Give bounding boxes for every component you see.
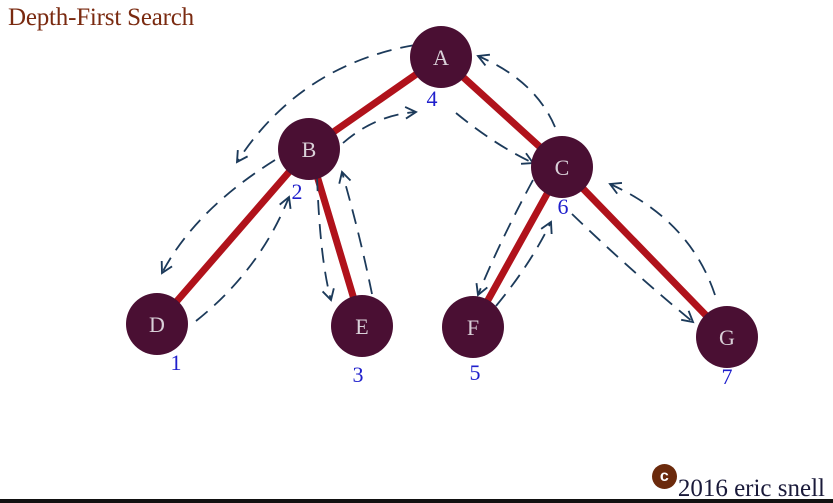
node-label-c: C	[555, 155, 570, 180]
node-label-a: A	[433, 45, 449, 70]
node-circle-b	[278, 118, 340, 180]
arrow-e-to-b	[338, 170, 373, 295]
node-circle-a	[410, 26, 472, 88]
visit-order-f: 5	[470, 360, 481, 385]
node-label-f: F	[467, 315, 479, 340]
bottom-bar	[0, 499, 833, 503]
node-label-g: G	[719, 325, 735, 350]
node-circle-e	[331, 295, 393, 357]
visit-order-b: 2	[292, 179, 303, 204]
arrow-g-to-c	[608, 182, 716, 296]
copyright-icon: c	[651, 464, 677, 489]
visit-order-labels: 4 2 6 1 3 5 7	[171, 86, 733, 389]
visit-order-c: 6	[558, 194, 569, 219]
node-e: E	[331, 295, 393, 357]
visit-order-d: 1	[171, 350, 182, 375]
slide-title: Depth-First Search	[8, 4, 194, 31]
arrow-b-to-a	[342, 106, 418, 144]
tree-nodes: A B C D E F G	[126, 26, 758, 368]
arrow-c-to-g	[571, 213, 695, 324]
node-circle-d	[126, 293, 188, 355]
node-f: F	[442, 296, 504, 358]
tree-edge-c-g	[558, 163, 731, 341]
node-b: B	[278, 118, 340, 180]
node-circle-g	[696, 306, 758, 368]
visit-order-g: 7	[722, 364, 733, 389]
arrow-d-to-b	[195, 195, 292, 322]
node-g: G	[696, 306, 758, 368]
node-circle-f	[442, 296, 504, 358]
node-c: C	[531, 136, 593, 198]
tree-edges	[153, 53, 731, 341]
copyright-text: 2016 eric snell	[677, 475, 825, 502]
arrow-f-to-c	[495, 220, 553, 307]
arrow-b-to-e	[316, 175, 335, 302]
node-circle-c	[531, 136, 593, 198]
arrow-b-to-d	[160, 159, 276, 275]
arrow-a-to-b	[235, 44, 416, 164]
arrow-a-to-c	[455, 112, 535, 165]
visit-order-a: 4	[427, 86, 438, 111]
tree-edge-b-d	[153, 145, 313, 328]
node-d: D	[126, 293, 188, 355]
visit-order-e: 3	[353, 362, 364, 387]
traversal-arrows	[160, 44, 716, 324]
node-label-e: E	[355, 314, 368, 339]
node-a: A	[410, 26, 472, 88]
node-label-b: B	[302, 137, 317, 162]
arrow-c-to-a	[476, 53, 556, 128]
copyright: c 2016 eric snell	[651, 464, 825, 502]
node-label-d: D	[149, 312, 165, 337]
